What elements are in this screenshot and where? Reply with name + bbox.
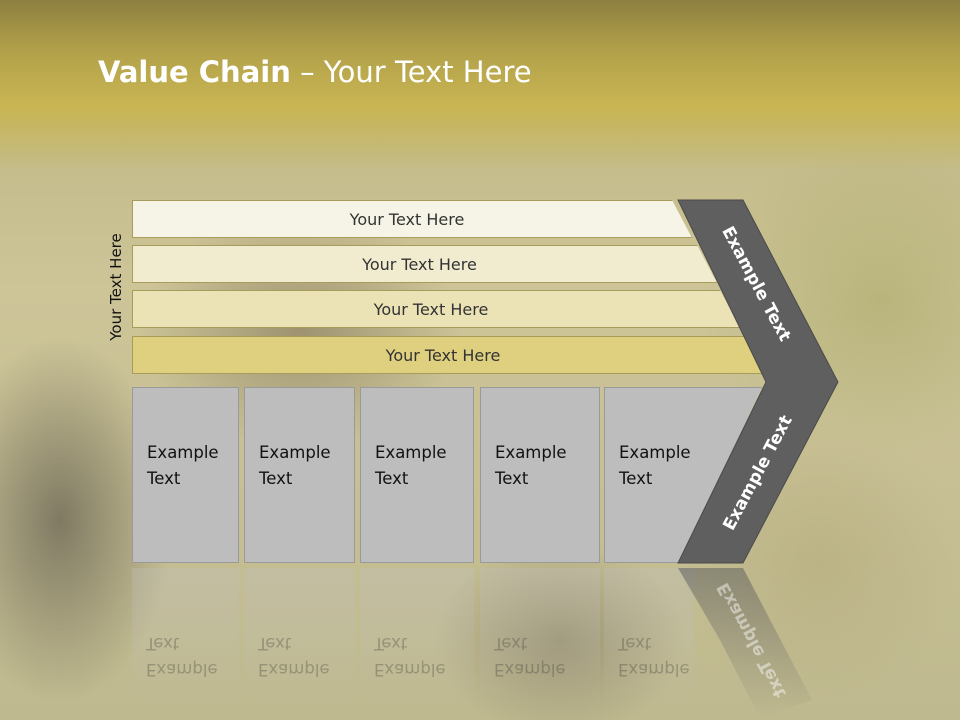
- support-bar-3-label: Your Text Here: [373, 299, 489, 319]
- title-bold: Value Chain: [98, 55, 291, 89]
- activity-box-2[interactable]: Example Text: [244, 387, 355, 563]
- activity-box-4[interactable]: Example Text: [480, 387, 600, 563]
- chevron-shape: [677, 199, 839, 564]
- support-bar-4-label: Your Text Here: [385, 345, 501, 365]
- support-bar-1[interactable]: Your Text Here: [132, 200, 692, 238]
- support-bar-3[interactable]: Your Text Here: [132, 290, 740, 328]
- activity-box-2-line2: Text: [259, 469, 293, 488]
- activity-box-4-line1: Example: [495, 443, 567, 462]
- support-bar-4[interactable]: Your Text Here: [132, 336, 764, 374]
- activity-box-3-line1: Example: [375, 443, 447, 462]
- header-band: [0, 0, 960, 170]
- support-bar-2[interactable]: Your Text Here: [132, 245, 717, 283]
- chevron-reflection: [678, 568, 812, 718]
- activity-box-1-line2: Text: [147, 469, 181, 488]
- activity-box-5-line2: Text: [619, 469, 653, 488]
- activity-box-3[interactable]: Example Text: [360, 387, 474, 563]
- activity-box-1[interactable]: Example Text: [132, 387, 239, 563]
- activity-box-2-line1: Example: [259, 443, 331, 462]
- slide-title: Value Chain – Your Text Here: [98, 55, 532, 89]
- title-rest: – Your Text Here: [290, 55, 532, 89]
- support-bar-2-label: Your Text Here: [362, 254, 477, 274]
- activity-box-1-line1: Example: [147, 443, 219, 462]
- activity-box-4-line2: Text: [495, 469, 529, 488]
- activity-box-5-line1: Example: [619, 443, 691, 462]
- activity-box-3-line2: Text: [375, 469, 409, 488]
- support-bar-1-label: Your Text Here: [349, 209, 465, 229]
